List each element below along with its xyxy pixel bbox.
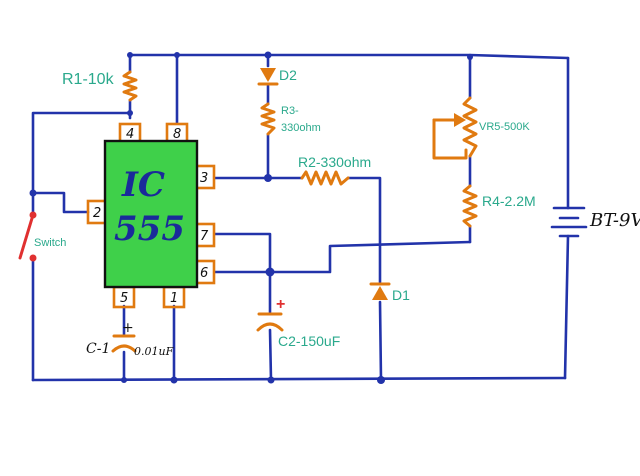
junction-dot xyxy=(127,110,133,116)
junction-dot xyxy=(264,174,272,182)
capacitor-c2-polarity: + xyxy=(276,296,285,313)
junction-dot xyxy=(170,376,178,384)
pin-1-number: 1 xyxy=(170,291,178,306)
switch-contact-bottom xyxy=(29,254,37,262)
resistor-r4: R4-2.2M xyxy=(462,184,536,228)
bottom-rail-wire xyxy=(31,376,567,382)
pin-6-number: 6 xyxy=(200,266,208,281)
c1-value-label: 0.01uF xyxy=(134,345,174,358)
pin-4-number: 4 xyxy=(126,127,134,142)
potentiometer-vr5-arrow xyxy=(454,113,466,127)
diode-d1: D1 xyxy=(369,282,410,303)
switch-lever xyxy=(18,213,35,260)
pin4-switch-wire xyxy=(31,111,132,215)
junction-dot xyxy=(29,189,37,197)
junction-dot xyxy=(265,267,275,277)
pin-2-number: 2 xyxy=(93,206,101,221)
battery-bt-9v: BT-9V xyxy=(550,206,640,238)
capacitor-c2: + C2-150uF xyxy=(256,296,340,349)
potentiometer-vr5-zigzag xyxy=(462,96,478,158)
r2-right-wire xyxy=(346,176,382,284)
d1-label: D1 xyxy=(392,287,410,303)
r3-label-line1: R3- xyxy=(281,105,299,117)
c2-label: C2-150uF xyxy=(278,333,340,349)
c1-name-label: C-1 xyxy=(86,341,110,357)
top-rail-wire xyxy=(128,53,570,60)
resistor-r4-zigzag xyxy=(462,184,478,228)
ic-555: IC 555 4 8 2 3 7 6 5 1 xyxy=(86,122,216,309)
diode-d1-triangle xyxy=(372,286,388,300)
resistor-r1-zigzag xyxy=(122,70,138,102)
diode-d2: D2 xyxy=(257,67,297,86)
vr5-label: VR5-500K xyxy=(479,121,530,133)
capacitor-c2-plate-bottom xyxy=(256,322,284,332)
junction-dot xyxy=(267,376,275,384)
capacitor-c1-plate-bottom xyxy=(111,344,137,353)
diode-d2-triangle xyxy=(260,68,276,82)
resistor-r1: R1-10k xyxy=(62,70,138,102)
junction-dot xyxy=(264,51,272,59)
pin-3-number: 3 xyxy=(200,171,208,186)
junction-dot xyxy=(377,376,385,384)
switch-to-pin2-wire xyxy=(31,191,90,214)
resistor-r3-zigzag xyxy=(260,102,276,136)
ic-body xyxy=(103,139,199,289)
junction-dot xyxy=(127,52,133,58)
c2-bottom-wire xyxy=(268,328,273,382)
ic-label-line1: IC xyxy=(121,165,165,205)
junction-dot xyxy=(467,54,473,60)
pin7-wire xyxy=(213,232,272,274)
capacitor-c1: + C-1 0.01uF xyxy=(86,320,174,358)
battery-negative-wire xyxy=(563,234,570,380)
switch: Switch xyxy=(18,211,66,262)
resistor-r2: R2-330ohm xyxy=(298,154,371,186)
ic-label-line2: 555 xyxy=(114,209,185,249)
d2-label: D2 xyxy=(279,67,297,83)
r3-label-line2: 330ohm xyxy=(281,122,321,134)
r2-label: R2-330ohm xyxy=(298,154,371,170)
resistor-r2-zigzag xyxy=(300,170,350,186)
d1-bottom-wire xyxy=(378,300,383,382)
potentiometer-vr5: VR5-500K xyxy=(432,96,530,160)
pin6-wire xyxy=(213,240,472,274)
junction-dot xyxy=(121,377,127,383)
junction-dot xyxy=(174,52,180,58)
battery-label: BT-9V xyxy=(589,210,640,231)
pin-7-number: 7 xyxy=(200,229,209,244)
potentiometer-vr5-wiper xyxy=(432,118,468,160)
capacitor-c1-polarity: + xyxy=(122,320,134,336)
resistor-r3: R3- 330ohm xyxy=(260,102,321,136)
junction-dots xyxy=(29,51,473,384)
pin-8-number: 8 xyxy=(173,127,181,142)
switch-label: Switch xyxy=(34,237,66,249)
r4-label: R4-2.2M xyxy=(482,193,536,209)
r1-label: R1-10k xyxy=(62,71,115,88)
pin-5-number: 5 xyxy=(120,291,128,306)
